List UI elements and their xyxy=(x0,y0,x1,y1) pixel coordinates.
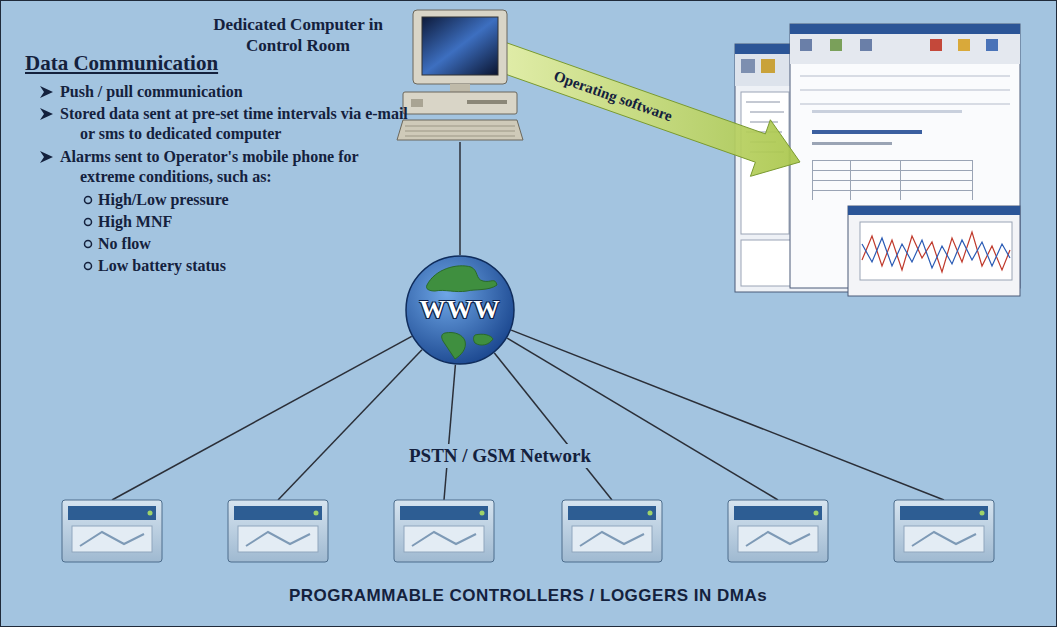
globe-node: WWW xyxy=(405,255,515,365)
arrow-bullet xyxy=(40,108,53,120)
network-line xyxy=(444,365,455,500)
sub-bullet-text: Low battery status xyxy=(98,256,226,276)
network-line xyxy=(511,330,944,500)
sub-bullet-text: No flow xyxy=(98,234,151,254)
bullet-text: Stored data sent at pre-set time interva… xyxy=(60,104,410,144)
section-heading: Data Communication xyxy=(25,50,218,76)
circle-bullet xyxy=(85,241,92,248)
computer-node: Dedicated Computer in Control Room xyxy=(395,8,525,142)
network-line xyxy=(278,350,422,500)
arrow-bullet xyxy=(40,86,53,98)
sub-bullet-text: High MNF xyxy=(98,212,172,232)
computer-icon xyxy=(395,8,525,142)
logger-device xyxy=(394,500,494,562)
network-line xyxy=(112,336,412,500)
arrow-bullet xyxy=(40,151,53,163)
node-heading: Dedicated Computer in Control Room xyxy=(213,14,383,56)
network-label: PSTN / GSM Network xyxy=(405,444,595,468)
sub-bullet-text: High/Low pressure xyxy=(98,190,229,210)
circle-bullet xyxy=(85,263,92,270)
logger-device xyxy=(62,500,162,562)
logger-device xyxy=(562,500,662,562)
circle-bullet xyxy=(85,197,92,204)
logger-group xyxy=(62,500,994,562)
circle-bullet xyxy=(85,219,92,226)
bullet-text: Alarms sent to Operator's mobile phone f… xyxy=(60,147,410,187)
network-connector xyxy=(459,142,461,255)
caption-label: PROGRAMMABLE CONTROLLERS / LOGGERS IN DM… xyxy=(289,585,767,607)
logger-device xyxy=(228,500,328,562)
network-lines xyxy=(112,330,944,500)
bullet-text: Push / pull communication xyxy=(60,82,400,102)
logger-device xyxy=(728,500,828,562)
logger-device xyxy=(894,500,994,562)
network-line xyxy=(494,353,612,500)
globe-label: WWW xyxy=(420,295,501,325)
